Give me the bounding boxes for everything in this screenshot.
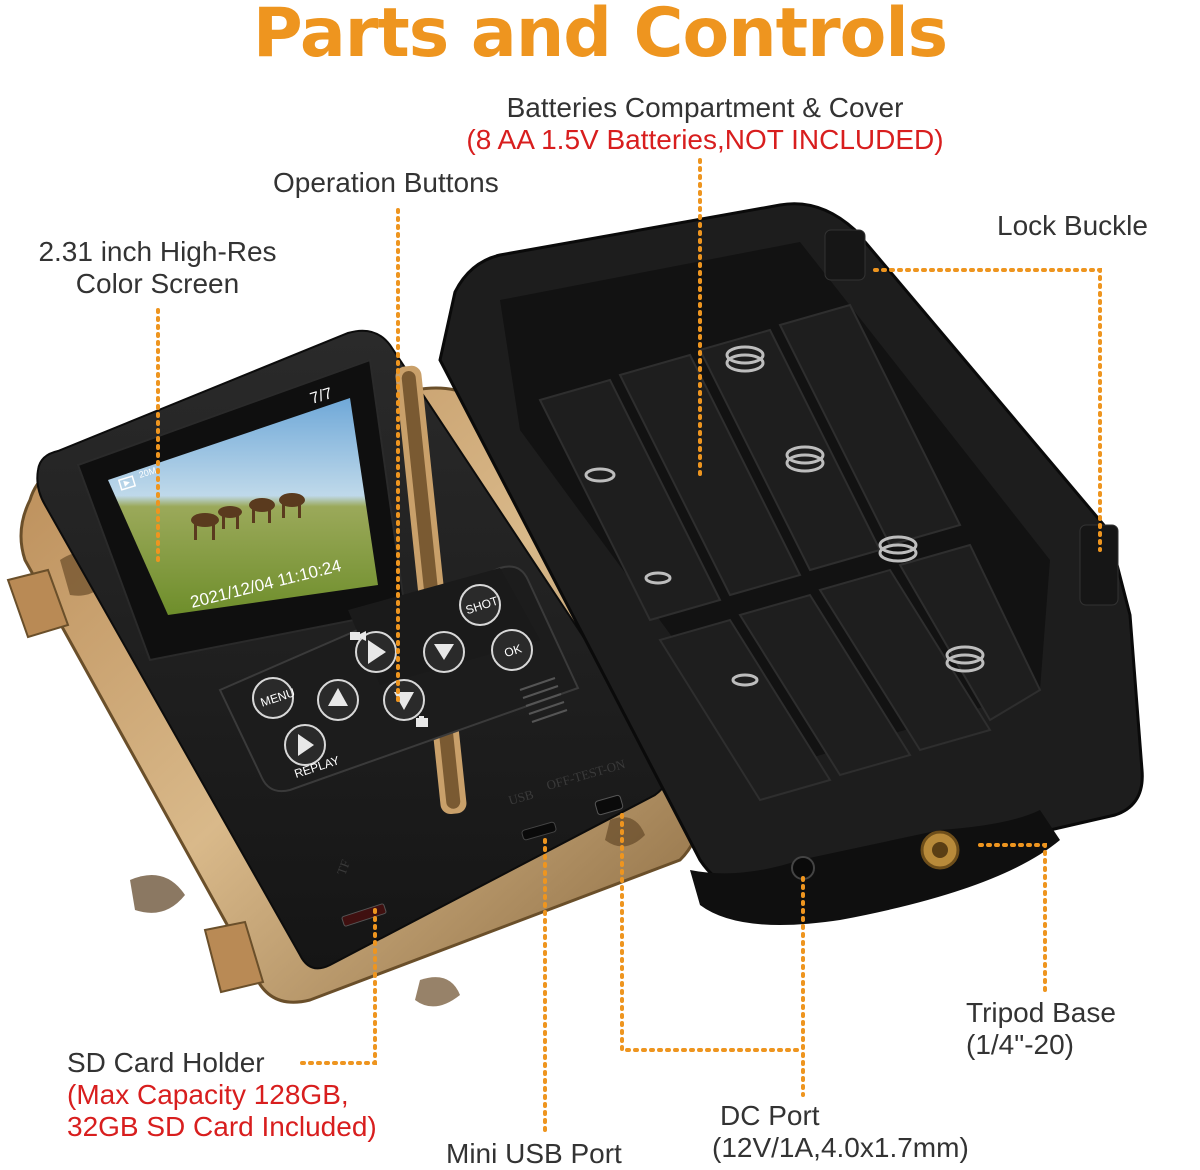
screen-label-line2: Color Screen xyxy=(75,268,240,299)
batteries-label-line1: Batteries Compartment & Cover xyxy=(506,92,904,123)
leader-lines xyxy=(156,158,1102,1132)
power-switch[interactable] xyxy=(594,794,624,816)
screen-label-line1: 2.31 inch High-Res xyxy=(38,236,277,267)
mini-usb-port xyxy=(521,821,557,841)
dc-port-label: DC Port (12V/1A,4.0x1.7mm) xyxy=(712,1100,969,1164)
tripod-label-line1: Tripod Base xyxy=(966,997,1116,1028)
shot-button[interactable]: SHOT xyxy=(459,584,501,626)
menu-button[interactable]: MENU xyxy=(252,677,297,719)
down-arrow-icon xyxy=(434,644,454,660)
color-screen: 20M 7/7 2021/12/04 11:10:24 xyxy=(76,358,407,662)
screen-mode-badge: 20M xyxy=(138,465,158,480)
tf-marking: TF xyxy=(334,858,353,877)
video-mode-button[interactable] xyxy=(350,631,397,673)
mini-usb-label: Mini USB Port xyxy=(446,1138,622,1169)
usb-marking: USB xyxy=(507,786,536,807)
video-camera-icon xyxy=(350,631,366,641)
operation-buttons-label: Operation Buttons xyxy=(273,167,499,198)
right-arrow-icon xyxy=(368,640,386,664)
ok-button[interactable]: OK xyxy=(491,629,533,671)
right-button[interactable] xyxy=(423,631,465,673)
tripod-label-line2: (1/4"-20) xyxy=(966,1029,1074,1060)
batteries-label: Batteries Compartment & Cover (8 AA 1.5V… xyxy=(440,92,970,156)
sd-card-label-line3: 32GB SD Card Included) xyxy=(67,1111,377,1142)
screen-label: 2.31 inch High-Res Color Screen xyxy=(10,236,305,300)
lock-buckle-top[interactable] xyxy=(824,229,866,281)
sd-card-label-line2: (Max Capacity 128GB, xyxy=(67,1079,349,1110)
speaker-grille xyxy=(519,677,568,723)
play-icon xyxy=(123,481,130,487)
tripod-label: Tripod Base (1/4"-20) xyxy=(966,997,1116,1061)
batteries-label-warning: (8 AA 1.5V Batteries,NOT INCLUDED) xyxy=(466,124,944,155)
lock-buckle-label: Lock Buckle xyxy=(997,210,1148,241)
up-arrow-icon xyxy=(328,688,348,706)
dc-port-label-line1: DC Port xyxy=(720,1100,820,1131)
camera-icon xyxy=(416,716,428,727)
svg-text:OK: OK xyxy=(503,641,524,660)
lock-buckle-side[interactable] xyxy=(1079,524,1119,606)
screen-counter: 7/7 xyxy=(308,385,334,408)
sd-card-label: SD Card Holder (Max Capacity 128GB, 32GB… xyxy=(67,1047,377,1143)
dc-port-jack xyxy=(791,856,815,880)
right-arrow-icon xyxy=(298,734,314,756)
page-title: Parts and Controls xyxy=(252,0,948,73)
dc-port-label-line2: (12V/1A,4.0x1.7mm) xyxy=(712,1132,969,1163)
sd-card-label-line1: SD Card Holder xyxy=(67,1047,265,1078)
operation-buttons-panel: MENU SHOT OK R xyxy=(218,565,580,793)
battery-compartment xyxy=(438,202,1144,925)
up-button[interactable] xyxy=(317,679,359,721)
